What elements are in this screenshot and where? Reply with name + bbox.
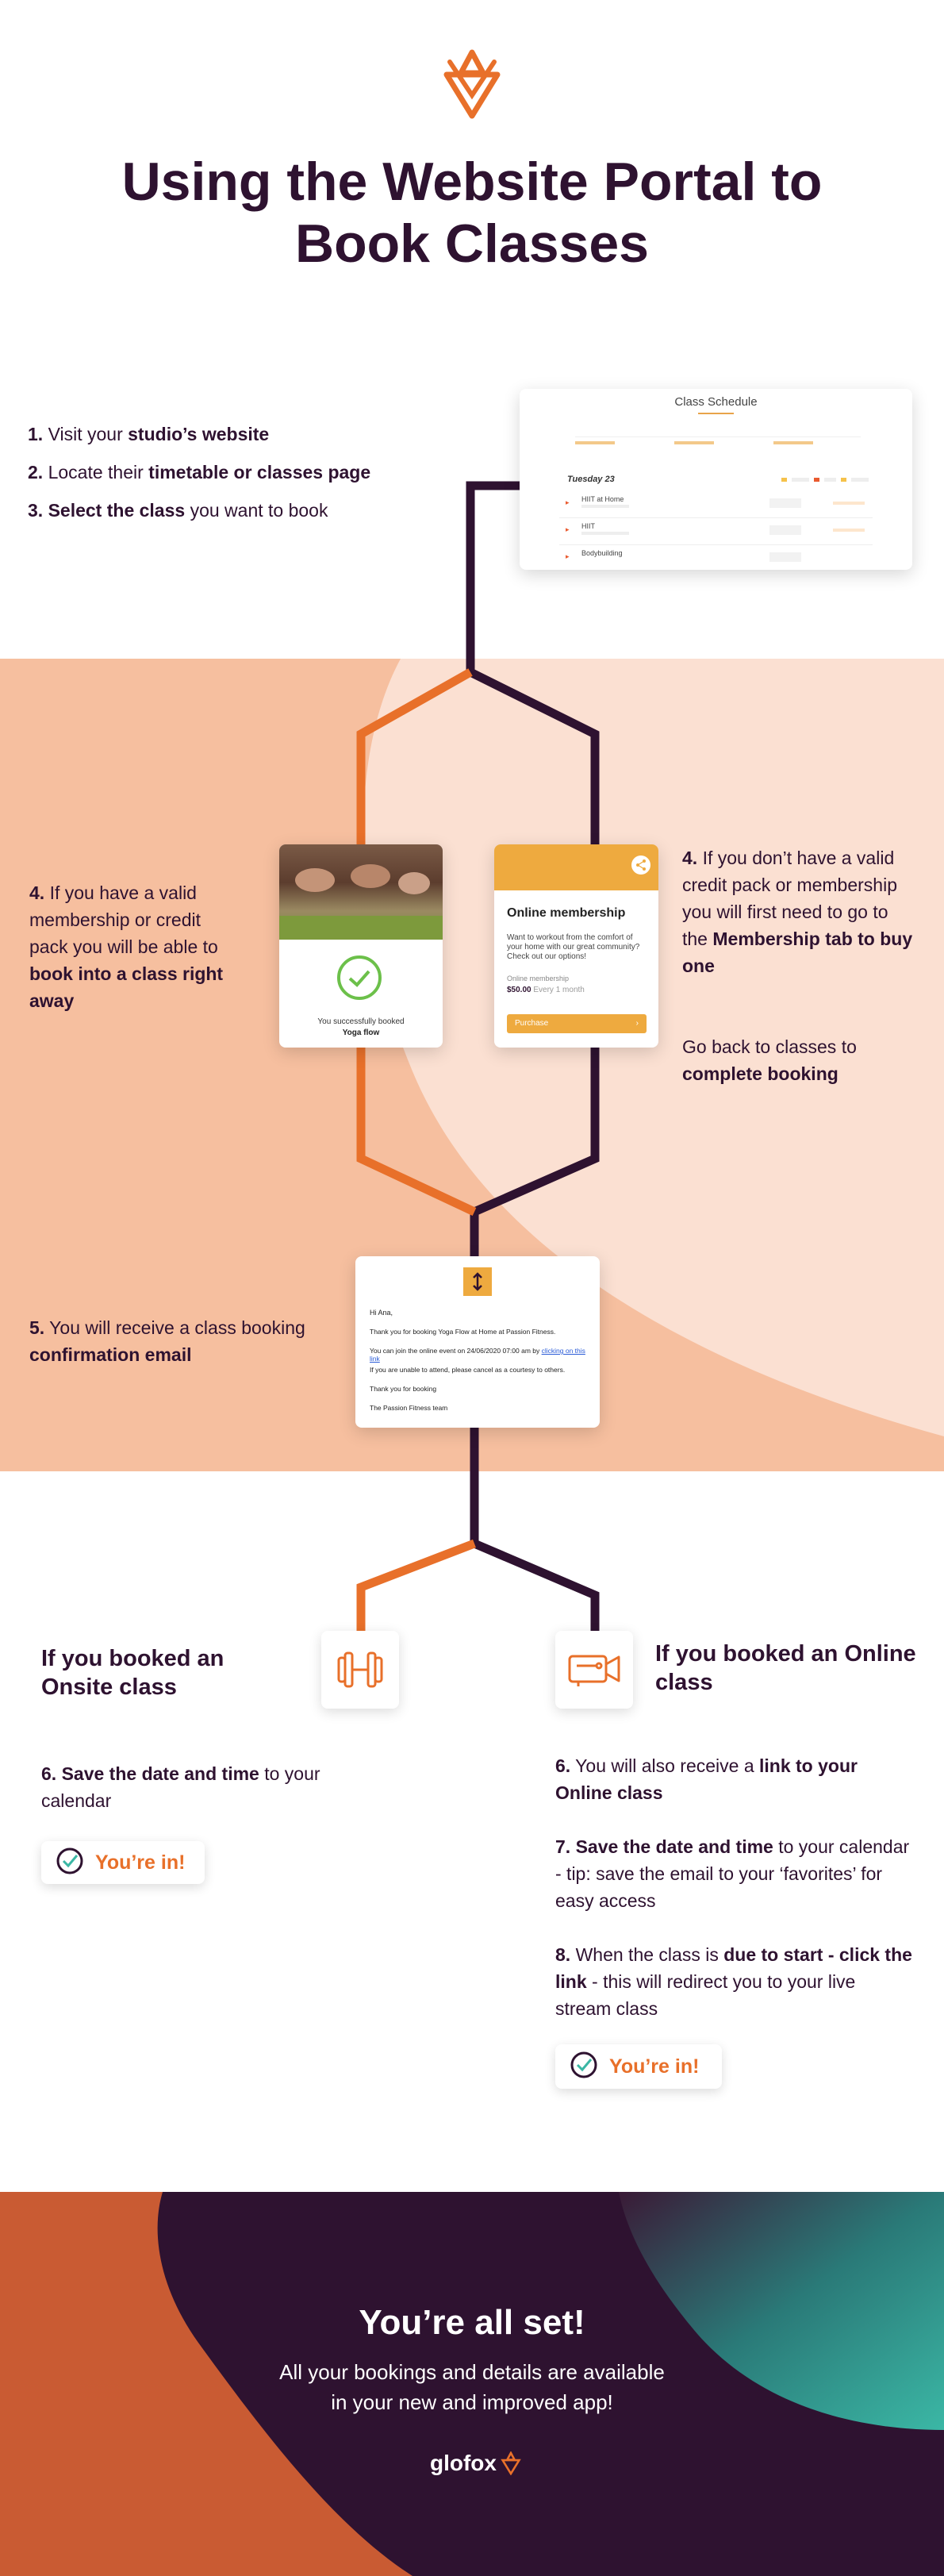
footer-subtitle: All your bookings and details are availa…	[279, 2360, 665, 2414]
step-5: 5. You will receive a class booking conf…	[29, 1317, 305, 1365]
email-join-link[interactable]: clicking on this link	[370, 1347, 585, 1363]
email-signature: The Passion Fitness team	[370, 1404, 448, 1412]
success-message: You successfully booked	[317, 1017, 405, 1026]
email-line-1: Thank you for booking Yoga Flow at Home …	[370, 1328, 556, 1336]
schedule-day: Tuesday 23	[567, 475, 615, 484]
title-line-2: Book Classes	[295, 213, 649, 274]
schedule-row[interactable]: ▸ HIIT at Home	[559, 494, 873, 518]
class-schedule-card[interactable]: Class Schedule Tuesday 23 ▸ HIIT at Home…	[520, 389, 912, 570]
page-title: Using the Website Portal to Book Classes	[0, 151, 944, 275]
check-circle-icon	[337, 955, 382, 1000]
online-step-7: 7. Save the date and time to your calend…	[555, 1836, 910, 1911]
studio-logo-icon	[463, 1267, 492, 1296]
booked-class-name: Yoga flow	[342, 1028, 380, 1037]
schedule-row[interactable]: ▸ HIIT	[559, 521, 873, 545]
badge-label: You’re in!	[95, 1851, 186, 1874]
check-circle-icon	[56, 1847, 84, 1879]
online-heading: If you booked an Online class	[655, 1641, 916, 1695]
onsite-heading: If you booked an Onsite class	[41, 1646, 224, 1700]
schedule-row[interactable]: ▸ Bodybuilding	[559, 548, 873, 570]
step-1: 1. Visit your studio’s website	[28, 424, 270, 444]
booking-success-card: You successfully booked Yoga flow	[279, 844, 443, 1048]
step-4-no-membership: 4. If you don’t have a valid credit pack…	[682, 848, 913, 976]
schedule-title-underline	[698, 413, 734, 414]
membership-plan-label: Online membership	[507, 975, 570, 982]
membership-title: Online membership	[507, 906, 626, 920]
onsite-step-6: 6. Save the date and time to your calend…	[41, 1763, 320, 1811]
membership-description: Want to workout from the comfort of your…	[507, 933, 640, 961]
email-line-3: If you are unable to attend, please canc…	[370, 1366, 566, 1374]
glofox-brand-logo: glofox	[420, 2447, 531, 2479]
class-photo	[279, 844, 443, 940]
email-line-4: Thank you for booking	[370, 1385, 437, 1393]
email-greeting: Hi Ana,	[370, 1309, 393, 1317]
online-step-8: 8. When the class is due to start - clic…	[555, 1944, 912, 2019]
video-camera-icon	[555, 1631, 633, 1709]
step-4-has-membership: 4. If you have a valid membership or cre…	[29, 882, 224, 1011]
confirmation-email-card: Hi Ana, Thank you for booking Yoga Flow …	[355, 1256, 600, 1428]
step-3: 3. Select the class you want to book	[28, 500, 328, 521]
purchase-button[interactable]: Purchase ›	[507, 1014, 647, 1033]
dumbbell-icon	[321, 1631, 399, 1709]
schedule-filter-1[interactable]	[575, 441, 615, 444]
footer-title: You’re all set!	[359, 2303, 585, 2342]
email-line-2: You can join the online event on 24/06/2…	[370, 1347, 585, 1363]
schedule-legend	[781, 478, 869, 482]
schedule-filter-divider	[575, 436, 861, 437]
chevron-right-icon: ›	[635, 1019, 639, 1028]
online-youre-in-badge: You’re in!	[555, 2044, 722, 2089]
online-step-6: 6. You will also receive a link to your …	[555, 1755, 858, 1803]
check-circle-icon	[570, 2051, 598, 2083]
glofox-fox-icon	[501, 2451, 521, 2475]
glofox-logo-icon	[440, 48, 504, 121]
schedule-title: Class Schedule	[674, 395, 758, 409]
membership-header	[494, 844, 658, 890]
footer-background	[157, 2192, 944, 2576]
membership-price: $50.00 Every 1 month	[507, 986, 585, 994]
schedule-filter-3[interactable]	[773, 441, 813, 444]
title-line-1: Using the Website Portal to	[121, 152, 823, 212]
brand-wordmark: glofox	[430, 2451, 497, 2475]
share-icon[interactable]	[631, 855, 650, 875]
membership-card[interactable]: Online membership Want to workout from t…	[494, 844, 658, 1048]
footer: You’re all set! All your bookings and de…	[0, 2192, 944, 2576]
badge-label: You’re in!	[609, 2055, 700, 2078]
schedule-filter-2[interactable]	[674, 441, 714, 444]
step-2: 2. Locate their timetable or classes pag…	[28, 462, 371, 483]
onsite-youre-in-badge: You’re in!	[41, 1841, 205, 1884]
